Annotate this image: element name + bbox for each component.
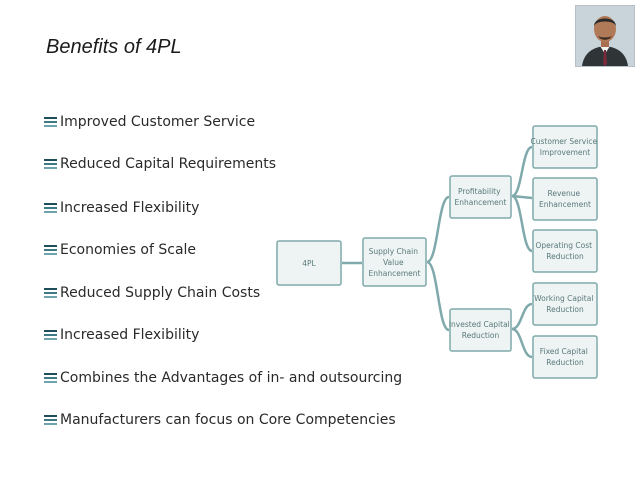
node-profitability-enhancement: Profitability Enhancement (449, 175, 512, 219)
stacked-lines-bullet-icon (44, 288, 57, 298)
node-working-capital-reduction: Working Capital Reduction (532, 282, 598, 326)
node-revenue-enhancement: Revenue Enhancement (532, 177, 598, 221)
presenter-photo (575, 5, 635, 67)
connector (511, 145, 533, 198)
stacked-lines-bullet-icon (44, 117, 57, 127)
bullet-text: Increased Flexibility (60, 327, 200, 343)
bullet-text: Improved Customer Service (60, 114, 256, 130)
connector (511, 194, 533, 200)
bullet-item: Increased Flexibility (44, 200, 199, 216)
bullet-item: Reduced Supply Chain Costs (44, 285, 260, 301)
node-label: Operating Cost (536, 241, 593, 250)
stacked-lines-bullet-icon (44, 373, 57, 383)
connector (426, 260, 450, 332)
node-label: Enhancement (369, 269, 421, 278)
slide-title: Benefits of 4PL (46, 36, 182, 58)
svg-text:Supply Chain Value: Supply Chain Value Enhancement (369, 247, 421, 278)
svg-text:Revenue Enhancement: Revenue Enhancement (539, 189, 591, 209)
stacked-lines-bullet-icon (44, 330, 57, 340)
bullet-item: Increased Flexibility (44, 327, 199, 343)
svg-text:4PL: 4PL (302, 259, 316, 268)
bullet-text: Manufacturers can focus on Core Competen… (60, 412, 396, 428)
node-label: Reduction (546, 358, 584, 367)
node-invested-capital-reduction: Invested Capital Reduction (449, 308, 512, 352)
node-label: Improvement (540, 148, 591, 157)
node-label: Supply Chain (369, 247, 419, 256)
bullet-text: Reduced Capital Requirements (60, 156, 276, 172)
node-supply-chain-value: Supply Chain Value Enhancement (362, 237, 427, 287)
node-label: 4PL (302, 259, 316, 268)
node-label: Working Capital (534, 294, 593, 303)
stacked-lines-bullet-icon (44, 245, 57, 255)
stacked-lines-bullet-icon (44, 415, 57, 425)
node-4pl: 4PL (276, 240, 342, 286)
node-label: Reduction (546, 252, 584, 261)
svg-text:Working Capital Reductio: Working Capital Reduction (534, 294, 596, 314)
node-label: Value (383, 258, 404, 267)
bullet-item: Manufacturers can focus on Core Competen… (44, 412, 396, 428)
bullet-text: Economies of Scale (60, 242, 197, 258)
stacked-lines-bullet-icon (44, 203, 57, 213)
connector (511, 327, 533, 359)
connectors (342, 145, 533, 359)
svg-text:Profitability Enhancemen: Profitability Enhancement (455, 187, 507, 207)
connector (426, 195, 450, 264)
connector (511, 302, 533, 331)
bullet-text: Combines the Advantages of in- and outso… (60, 370, 403, 386)
node-customer-service-improvement: Customer Service Improvement (531, 125, 600, 169)
node-label: Profitability (458, 187, 501, 196)
node-operating-cost-reduction: Operating Cost Reduction (532, 229, 598, 273)
svg-text:Customer Service Improve: Customer Service Improvement (531, 137, 600, 157)
connector (511, 194, 533, 253)
bullet-item: Economies of Scale (44, 242, 196, 258)
bullet-item: Improved Customer Service (44, 114, 255, 130)
presenter-photo-icon (576, 6, 634, 66)
node-fixed-capital-reduction: Fixed Capital Reduction (532, 335, 598, 379)
node-label: Invested Capital (449, 320, 510, 329)
node-label: Reduction (546, 305, 584, 314)
bullet-item: Combines the Advantages of in- and outso… (44, 370, 402, 386)
node-label: Customer Service (531, 137, 598, 146)
bullet-text: Increased Flexibility (60, 200, 200, 216)
svg-text:Invested Capital Reducti: Invested Capital Reduction (449, 320, 512, 340)
node-label: Revenue (547, 189, 580, 198)
node-label: Enhancement (455, 198, 507, 207)
svg-text:Operating Cost Reduction: Operating Cost Reduction (536, 241, 595, 261)
bullet-item: Reduced Capital Requirements (44, 156, 276, 172)
node-label: Fixed Capital (540, 347, 588, 356)
svg-text:Fixed Capital Reduction: Fixed Capital Reduction (540, 347, 591, 367)
stacked-lines-bullet-icon (44, 159, 57, 169)
node-label: Reduction (462, 331, 500, 340)
bullet-text: Reduced Supply Chain Costs (60, 285, 261, 301)
node-label: Enhancement (539, 200, 591, 209)
